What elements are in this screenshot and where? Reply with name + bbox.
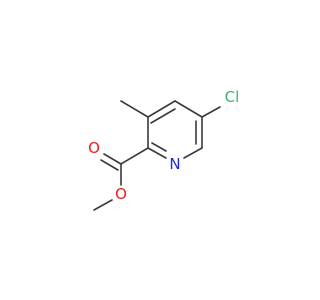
bond-carbonyl-o-double-a xyxy=(103,153,122,165)
ester-oxygen-label: O xyxy=(115,185,127,203)
bond-n-c2 xyxy=(147,147,167,159)
bond-c3-methyl xyxy=(120,100,149,118)
bond-n-c2-inner xyxy=(151,142,167,152)
bonds xyxy=(93,100,221,211)
bond-c5-cl xyxy=(201,106,221,118)
bond-c3-c4-inner xyxy=(150,108,176,124)
bond-c3-c4 xyxy=(147,100,176,118)
carbonyl-oxygen-label: O xyxy=(88,139,100,157)
bond-o-methyl xyxy=(93,199,113,211)
molecule-structure: Cl N O O xyxy=(88,88,240,211)
nitrogen-label: N xyxy=(169,155,180,173)
chlorine-label: Cl xyxy=(225,88,240,106)
bond-c4-c5 xyxy=(174,100,203,118)
bond-carbonyl-o-double-b xyxy=(100,159,119,171)
bond-c6-n xyxy=(183,147,203,159)
bond-c2-carbonyl xyxy=(120,147,149,165)
